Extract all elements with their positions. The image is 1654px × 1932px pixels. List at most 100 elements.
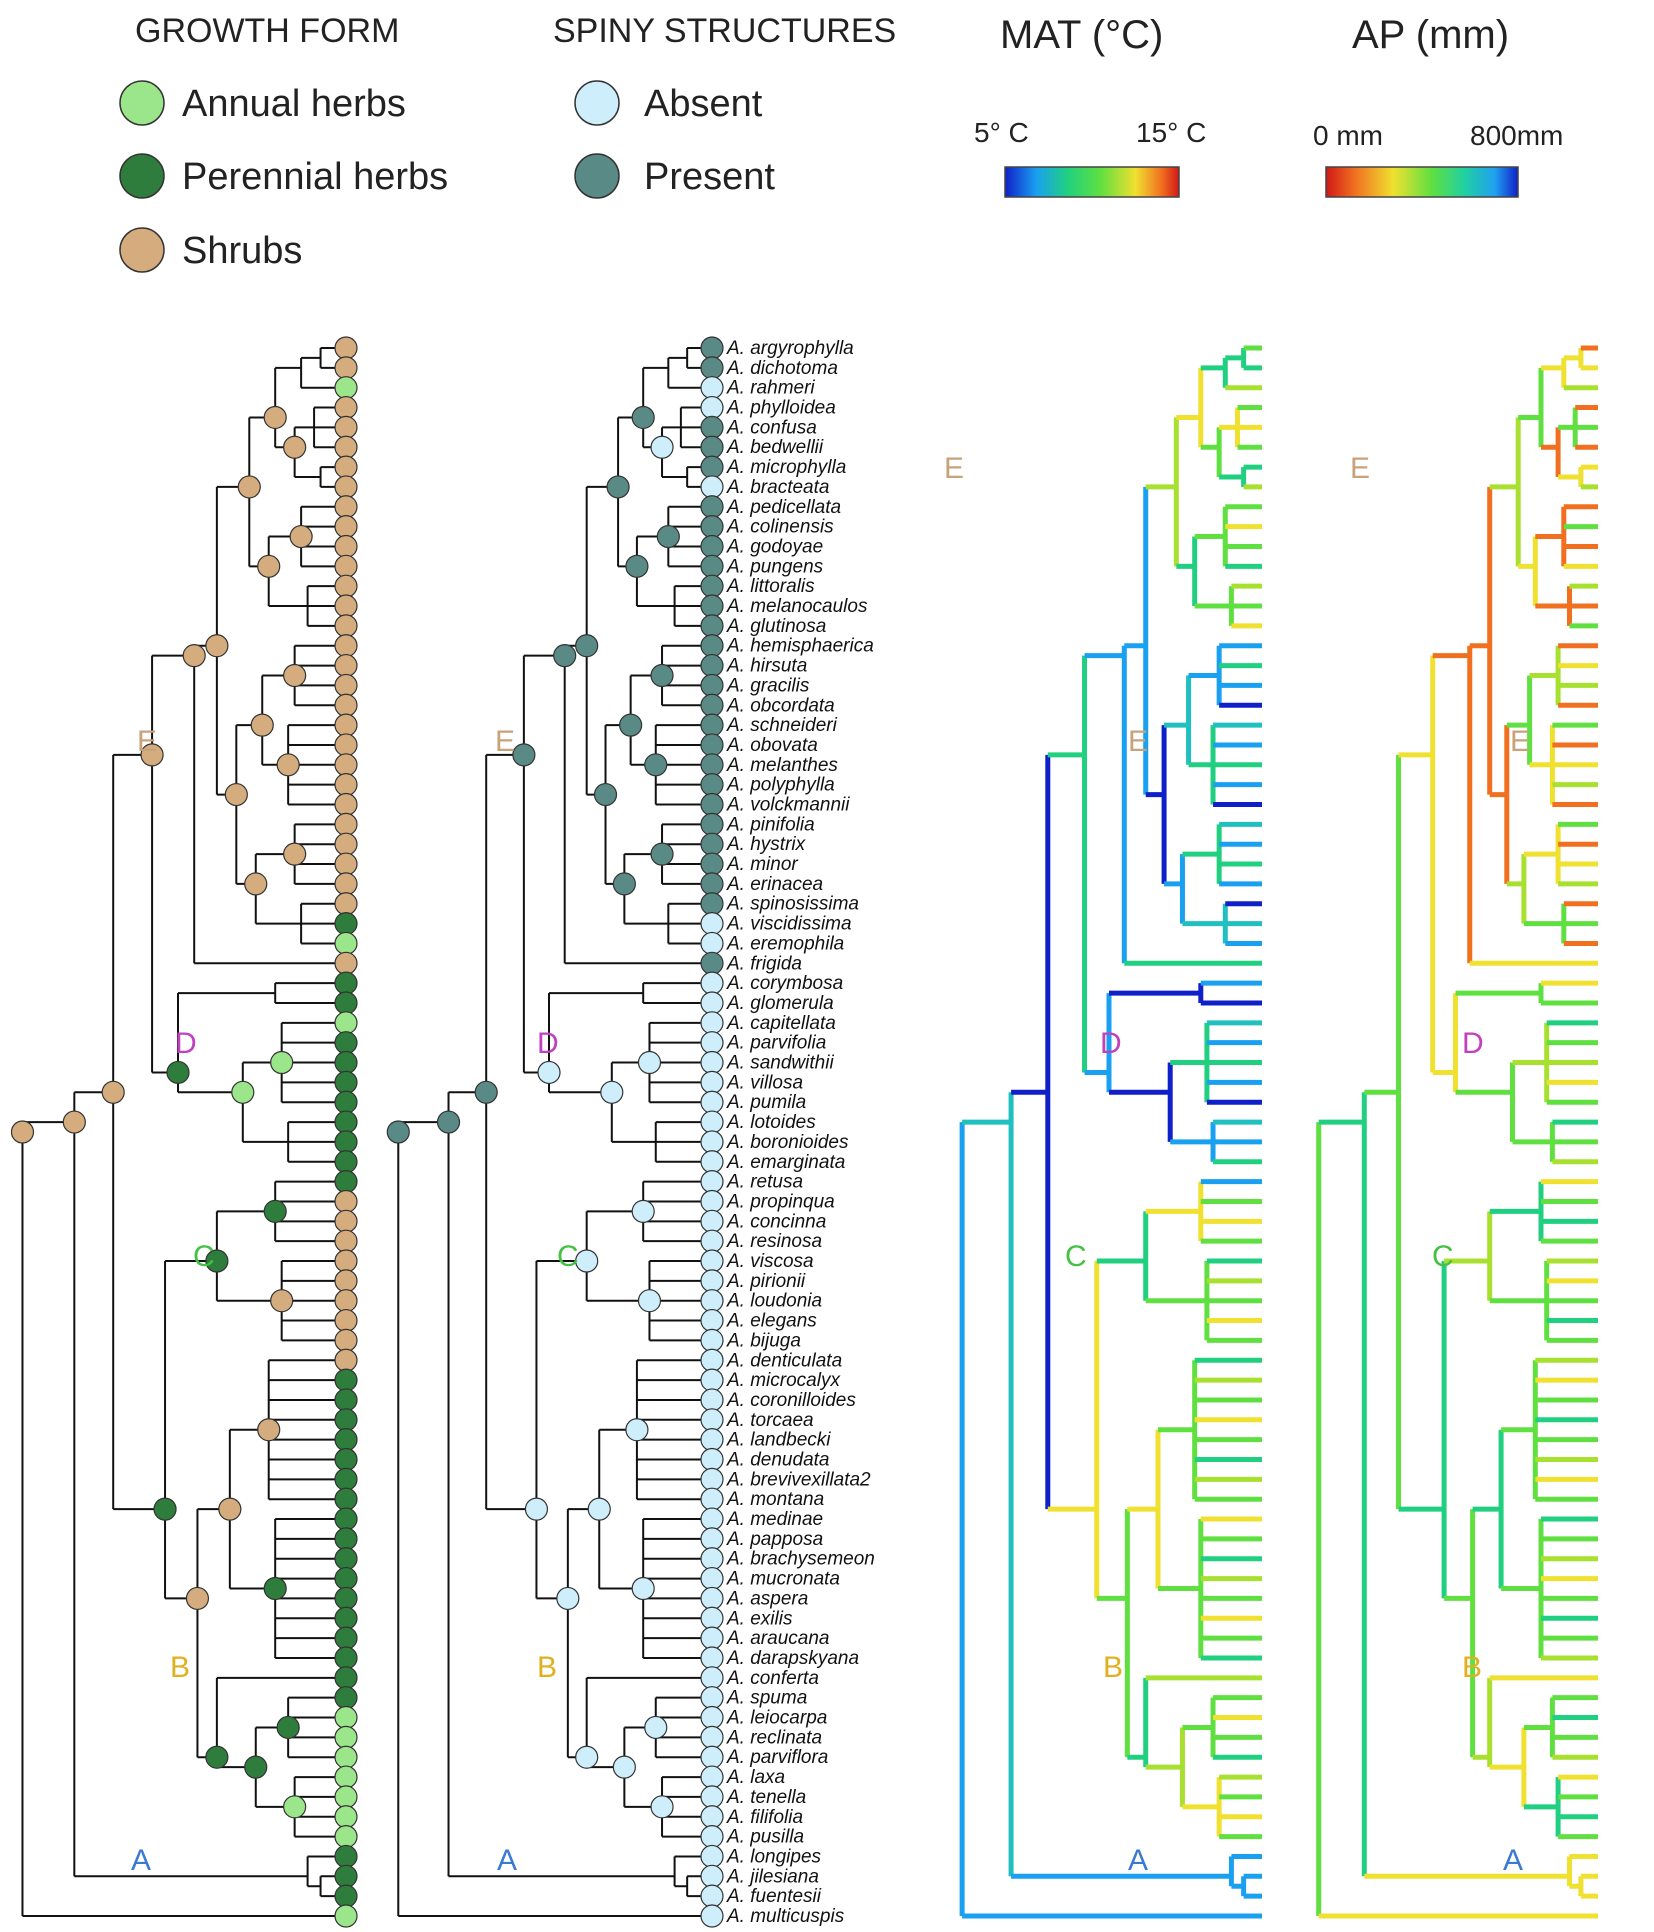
- tip-state-circle: [334, 1229, 358, 1253]
- ancestral-state-pie: [218, 1497, 242, 1521]
- tip-state-circle: [334, 1110, 358, 1134]
- species-label: A. microcalyx: [726, 1370, 841, 1391]
- ancestral-state-pie: [650, 1795, 674, 1819]
- tip-state-circle: [334, 1864, 358, 1888]
- tip-state-circle: [334, 852, 358, 876]
- tip-state-circle: [700, 1308, 724, 1333]
- species-label: A. multicuspis: [726, 1906, 845, 1927]
- tip-state-circle: [334, 1011, 358, 1035]
- ancestral-state-pie: [474, 1080, 498, 1104]
- species-label: A. exilis: [726, 1608, 793, 1629]
- species-label: A. eremophila: [726, 933, 844, 954]
- scale-mat-min: 5° C: [974, 117, 1029, 148]
- tip-state-circle: [334, 495, 358, 519]
- tip-state-circle: [334, 1269, 358, 1293]
- ancestral-state-pie: [276, 753, 300, 777]
- tip-state-circle: [700, 1666, 724, 1690]
- ancestral-state-pie: [205, 634, 229, 658]
- tip-state-circle: [334, 1249, 358, 1273]
- species-label: A. obcordata: [726, 695, 835, 716]
- ancestral-state-pie: [575, 634, 599, 658]
- species-label: A. retusa: [726, 1172, 803, 1193]
- tip-state-circle: [700, 1050, 724, 1075]
- species-label: A. lotoides: [726, 1112, 816, 1133]
- clade-label-e: E: [1128, 725, 1148, 758]
- tip-state-circle: [700, 971, 724, 995]
- tip-state-circle: [334, 1388, 358, 1412]
- ancestral-state-pie: [185, 1586, 210, 1611]
- tip-state-circle: [334, 455, 358, 479]
- tip-state-circle: [334, 773, 358, 797]
- tip-state-circle: [700, 534, 724, 559]
- ancestral-state-pie: [631, 1199, 655, 1223]
- ancestral-state-pie: [283, 663, 307, 688]
- ancestral-state-pie: [600, 1080, 624, 1104]
- tip-state-circle: [700, 1289, 724, 1313]
- tip-state-circle: [700, 1805, 724, 1829]
- tip-state-circle: [700, 1447, 724, 1472]
- clade-label-a: A: [1503, 1844, 1523, 1877]
- ancestral-state-pie: [587, 1497, 611, 1521]
- species-label: A. brevivexillata2: [726, 1469, 871, 1490]
- ancestral-state-pie: [244, 1755, 268, 1779]
- clade-label-e-small: E: [944, 452, 964, 485]
- ancestral-state-pie: [244, 872, 268, 896]
- tip-state-circle: [700, 1170, 724, 1194]
- tip-state-circle: [334, 395, 358, 420]
- shrubs-swatch: [119, 227, 165, 273]
- growth-form-tree: [10, 336, 358, 1928]
- tip-state-circle: [334, 1904, 358, 1928]
- tip-state-circle: [334, 1666, 358, 1690]
- tip-state-circle: [334, 1447, 358, 1472]
- species-label: A. denticulata: [726, 1350, 842, 1371]
- ancestral-state-pie: [257, 554, 281, 578]
- species-label: A. confusa: [726, 417, 817, 438]
- legend-item-absent: Absent: [574, 80, 763, 126]
- tip-state-circle: [700, 1844, 724, 1869]
- tip-state-circle: [700, 415, 724, 439]
- tip-state-circle: [334, 1805, 358, 1829]
- tip-state-circle: [700, 1765, 724, 1789]
- ancestral-state-pie: [625, 554, 649, 578]
- species-label: A. tenella: [726, 1787, 806, 1808]
- species-label: A. medinae: [726, 1509, 823, 1530]
- species-label: A. pungens: [726, 556, 824, 577]
- species-label: A. resinosa: [726, 1231, 822, 1252]
- tip-state-circle: [334, 1368, 358, 1392]
- tip-state-circle: [700, 1368, 724, 1392]
- tip-state-circle: [700, 1487, 724, 1511]
- tip-state-circle: [700, 1646, 724, 1670]
- legend-item-present: Present: [574, 153, 775, 199]
- tip-state-circle: [700, 1328, 724, 1353]
- tip-state-circle: [334, 1487, 358, 1511]
- species-label: A. boronioides: [726, 1132, 849, 1153]
- ancestral-state-pie: [263, 1576, 287, 1601]
- tip-state-circle: [700, 495, 724, 519]
- ancestral-state-pie: [637, 1050, 662, 1075]
- tip-state-circle: [334, 415, 358, 439]
- tip-state-circle: [700, 693, 724, 717]
- species-label: A. aspera: [726, 1588, 808, 1609]
- ancestral-state-pie: [625, 1418, 649, 1442]
- clade-label-c: C: [1432, 1240, 1454, 1273]
- tip-state-circle: [334, 594, 358, 618]
- ancestral-state-pie: [205, 1745, 229, 1769]
- clade-label-a: A: [1128, 1844, 1148, 1877]
- tip-state-circle: [700, 872, 724, 896]
- tip-state-circle: [700, 1150, 724, 1174]
- species-label: A. pedicellata: [726, 497, 841, 518]
- ap-tree: [1316, 345, 1598, 1919]
- tip-state-circle: [700, 554, 724, 578]
- species-label: A. dichotoma: [726, 358, 838, 379]
- tip-state-circle: [334, 1308, 358, 1333]
- tip-state-circle: [334, 1090, 358, 1114]
- clade-labels-spiny: E D C B A: [495, 725, 579, 1877]
- tip-state-circle: [334, 1825, 358, 1849]
- species-label: A. araucana: [726, 1628, 829, 1649]
- tip-state-circle: [334, 1150, 358, 1174]
- ancestral-state-pie: [650, 842, 674, 866]
- tip-state-circle: [700, 1904, 724, 1928]
- tip-state-circle: [700, 1388, 724, 1412]
- tip-state-circle: [700, 356, 724, 380]
